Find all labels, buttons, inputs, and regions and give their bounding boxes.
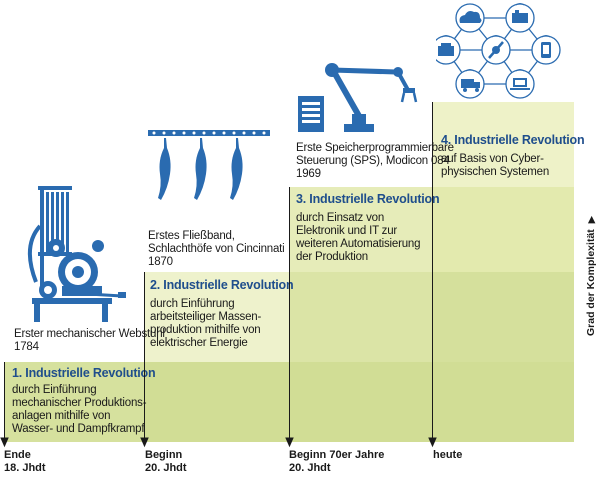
complexity-label: Grad der Komplexität — [585, 229, 597, 336]
conveyor-belt-icon — [148, 130, 270, 200]
arrow-up-icon: ▶ — [586, 216, 596, 224]
complexity-axis: Grad der Komplexität ▶ — [585, 216, 597, 336]
axis-label-4: heute — [433, 449, 463, 461]
robot-arm-icon — [298, 63, 418, 132]
loom-icon — [28, 186, 126, 322]
stage-2-caption: Erstes Fließband,Schlachthöfe von Cincin… — [148, 230, 285, 268]
stage-1-title: 1. Industrielle Revolution — [12, 366, 156, 380]
stage-2-title: 2. Industrielle Revolution — [150, 278, 294, 292]
stage-4-title: 4. Industrielle Revolution — [441, 133, 585, 147]
stage-band-4-light — [432, 102, 574, 187]
stage-band-2-dark — [144, 362, 574, 442]
stage-band-4-lower — [432, 272, 574, 362]
stage-band-4-mid — [432, 187, 574, 272]
network-icon — [436, 3, 561, 99]
stage-4-text: auf Basis von Cyber-physischen Systemen — [441, 153, 550, 178]
stage-3-title: 3. Industrielle Revolution — [296, 192, 440, 206]
